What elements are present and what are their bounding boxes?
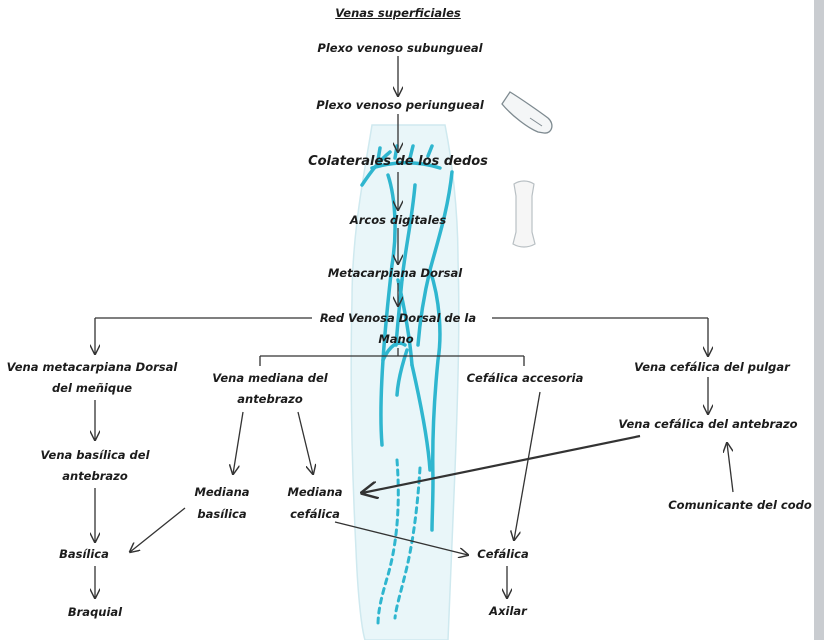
node-plexo-subungueal: Plexo venoso subungueal bbox=[317, 41, 483, 55]
arrow-mediana-basilica-basilica bbox=[130, 507, 186, 552]
node-colaterales: Colaterales de los dedos bbox=[308, 154, 488, 169]
node-comunicante-codo: Comunicante del codo bbox=[668, 498, 812, 512]
arrow-mediana-cefalica-cefalica bbox=[334, 521, 468, 555]
node-mediana-basilica-line2: basílica bbox=[197, 507, 247, 521]
arrow-mediana-mediana-cefalica bbox=[297, 411, 313, 474]
arrow-cefalica-antebrazo-mediana-cefalica bbox=[362, 434, 641, 493]
node-vena-mediana-antebrazo-line1: Vena mediana del bbox=[212, 371, 328, 385]
node-vena-basilica-antebrazo-line1: Vena basílica del bbox=[40, 448, 150, 462]
node-metacarpiana-dorsal: Metacarpiana Dorsal bbox=[327, 266, 463, 280]
node-plexo-periungueal: Plexo venoso periungueal bbox=[316, 98, 484, 112]
bone-sketch bbox=[512, 180, 536, 248]
finger-sketch bbox=[501, 91, 553, 134]
node-axilar: Axilar bbox=[489, 604, 527, 618]
node-mediana-cefalica-line2: cefálica bbox=[290, 507, 340, 521]
node-vena-cefalica-antebrazo: Vena cefálica del antebrazo bbox=[618, 417, 798, 431]
node-red-venosa-line2: Mano bbox=[378, 332, 414, 346]
node-braquial: Braquial bbox=[67, 605, 123, 619]
node-red-venosa-line1: Red Venosa Dorsal de la bbox=[319, 311, 477, 325]
diagram-title: Venas superficiales bbox=[335, 6, 461, 20]
node-basilica: Basílica bbox=[59, 547, 109, 561]
node-mediana-cefalica-line1: Mediana bbox=[287, 485, 343, 499]
arrow-comunicante-cefalica-antebrazo bbox=[727, 443, 734, 493]
node-arcos-digitales: Arcos digitales bbox=[349, 213, 447, 227]
node-vena-metacarpiana-menique-line1: Vena metacarpiana Dorsal bbox=[6, 360, 178, 374]
node-vena-cefalica-pulgar: Vena cefálica del pulgar bbox=[634, 360, 790, 374]
arrow-accesoria-cefalica bbox=[514, 391, 541, 540]
node-vena-metacarpiana-menique-line2: del meñique bbox=[51, 381, 133, 395]
arrow-mediana-mediana-basilica bbox=[233, 411, 244, 474]
node-cefalica: Cefálica bbox=[477, 547, 529, 561]
node-cefalica-accesoria: Cefálica accesoria bbox=[466, 371, 584, 385]
node-vena-basilica-antebrazo-line2: antebrazo bbox=[62, 469, 128, 483]
deep-veins bbox=[376, 458, 422, 627]
right-edge-strip bbox=[814, 0, 824, 640]
node-vena-mediana-antebrazo-line2: antebrazo bbox=[237, 392, 303, 406]
node-mediana-basilica-line1: Mediana bbox=[194, 485, 250, 499]
